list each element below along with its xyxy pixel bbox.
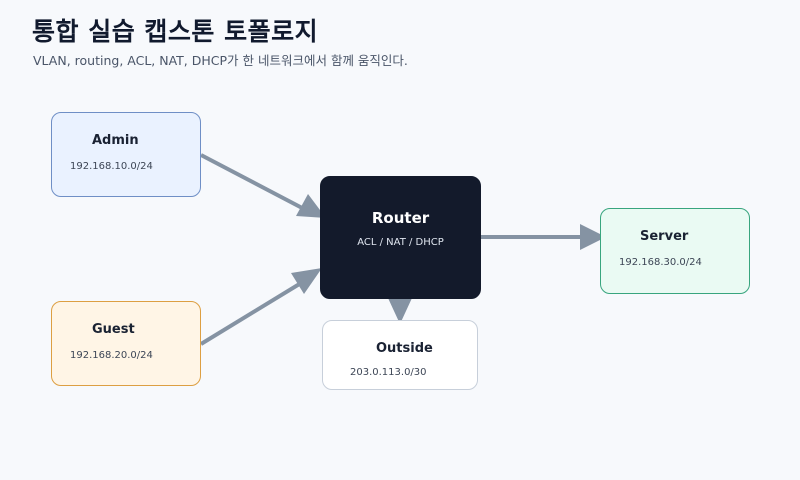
node-guest-detail: 192.168.20.0/24	[70, 350, 153, 361]
node-outside-detail: 203.0.113.0/30	[350, 367, 427, 378]
node-admin-detail: 192.168.10.0/24	[70, 161, 153, 172]
node-server-detail: 192.168.30.0/24	[619, 257, 702, 268]
link-router-server	[481, 224, 606, 250]
node-router-detail: ACL / NAT / DHCP	[357, 237, 444, 248]
node-router-label: Router	[371, 209, 430, 227]
node-server-label: Server	[640, 229, 689, 244]
node-outside-label: Outside	[376, 341, 433, 356]
link-router-outside	[388, 298, 412, 324]
node-admin: Admin 192.168.10.0/24	[51, 112, 201, 197]
link-admin-router	[200, 153, 326, 218]
node-server: Server 192.168.30.0/24	[600, 208, 750, 294]
node-router: Router ACL / NAT / DHCP	[320, 176, 481, 299]
node-admin-label: Admin	[92, 133, 139, 148]
node-outside: Outside 203.0.113.0/30	[322, 320, 478, 390]
page-title: 통합 실습 캡스톤 토폴로지	[32, 17, 319, 46]
page-subtitle: VLAN, routing, ACL, NAT, DHCP가 한 네트워크에서 …	[33, 53, 408, 68]
node-guest: Guest 192.168.20.0/24	[51, 301, 201, 386]
node-guest-label: Guest	[92, 322, 135, 337]
link-guest-router	[199, 268, 322, 346]
